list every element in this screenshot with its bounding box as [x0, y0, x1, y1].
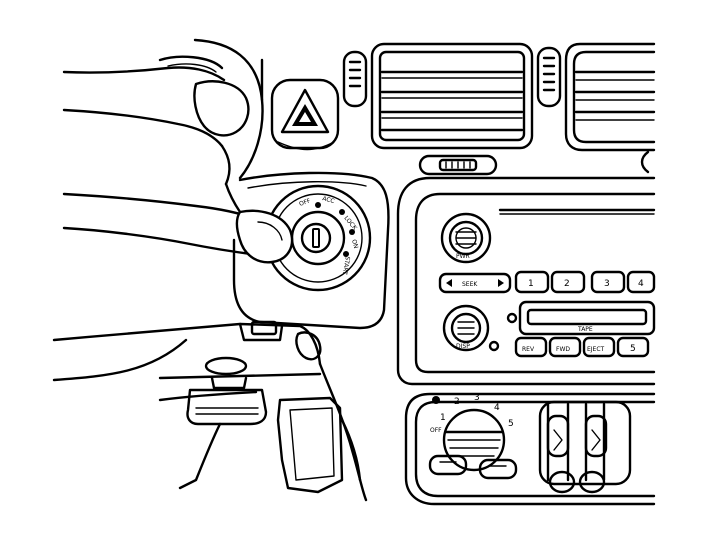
- lower-hand: [62, 182, 294, 264]
- radio-knob-top-label: PWR: [456, 253, 470, 260]
- climate-slider-panel: [538, 400, 632, 494]
- fan-label-5: 5: [508, 419, 514, 429]
- ignition-label-acc: ACC: [321, 195, 335, 205]
- radio-tape-slot: TAPE: [506, 300, 656, 336]
- fan-label-1: 1: [440, 413, 446, 423]
- vent-knob-bottom: [418, 154, 498, 176]
- rev-button[interactable]: REV: [514, 336, 548, 358]
- preset-button-2[interactable]: 2: [550, 270, 586, 294]
- radio-tape-label: TAPE: [577, 326, 593, 333]
- fan-label-2: 2: [454, 397, 460, 407]
- climate-button-left[interactable]: [428, 454, 468, 476]
- fan-label-3: 3: [474, 393, 480, 403]
- svg-text:EJECT: EJECT: [587, 346, 605, 353]
- radio-knob-bottom-label: DISP: [456, 343, 470, 350]
- dash-edge-right: [640, 150, 650, 174]
- svg-text:1: 1: [528, 279, 534, 289]
- vent-side-tab-right: [536, 46, 562, 108]
- mode-slider[interactable]: [584, 414, 608, 458]
- svg-text:3: 3: [604, 279, 610, 289]
- dash-upper-contour: [193, 38, 264, 180]
- radio-bezel: [396, 176, 656, 386]
- lower-dash-panel: [52, 320, 368, 502]
- svg-text:5: 5: [630, 344, 636, 354]
- climate-buttons: [428, 454, 518, 480]
- vent-side-tab-left: [342, 50, 368, 108]
- removed-trim-piece-bracket: [276, 396, 362, 494]
- radio-seek-button[interactable]: SEEK: [438, 272, 512, 294]
- svg-text:2: 2: [564, 279, 570, 289]
- eject-button[interactable]: EJECT: [582, 336, 616, 358]
- ignition-label-on: ON: [350, 239, 359, 250]
- temperature-slider[interactable]: [546, 414, 570, 458]
- radio-bottom-buttons: REV FWD EJECT 5: [514, 336, 650, 358]
- preset-button-4[interactable]: 4: [626, 270, 656, 294]
- radio-seek-label: SEEK: [462, 281, 478, 288]
- radio-volume-knob[interactable]: PWR: [440, 212, 492, 264]
- fan-label-4: 4: [494, 403, 500, 413]
- upper-hand: [62, 55, 250, 186]
- climate-control-panel: [404, 392, 656, 506]
- preset-button-5[interactable]: 5: [616, 336, 650, 358]
- hazard-button: [270, 78, 340, 151]
- ignition-label-off: OFF: [298, 197, 312, 208]
- preset-button-3[interactable]: 3: [590, 270, 626, 294]
- svg-text:REV: REV: [522, 346, 535, 353]
- radio-tune-knob[interactable]: DISP: [442, 304, 500, 352]
- preset-button-1[interactable]: 1: [514, 270, 550, 294]
- fan-off-label: OFF: [430, 427, 442, 434]
- climate-button-right[interactable]: [478, 458, 518, 480]
- radio-preset-buttons: 1 2 3 4: [514, 270, 656, 294]
- center-air-vent-left: [370, 42, 534, 150]
- ignition-surround-bezel: [232, 171, 390, 330]
- ignition-label-start: START: [341, 256, 351, 276]
- fan-speed-knob[interactable]: 1 2 3 4 5 OFF: [430, 393, 514, 472]
- svg-text:FWD: FWD: [556, 346, 570, 353]
- removed-trim-piece-left: [178, 388, 268, 490]
- center-air-vent-right: [564, 42, 656, 152]
- fwd-button[interactable]: FWD: [548, 336, 582, 358]
- svg-text:4: 4: [638, 279, 644, 289]
